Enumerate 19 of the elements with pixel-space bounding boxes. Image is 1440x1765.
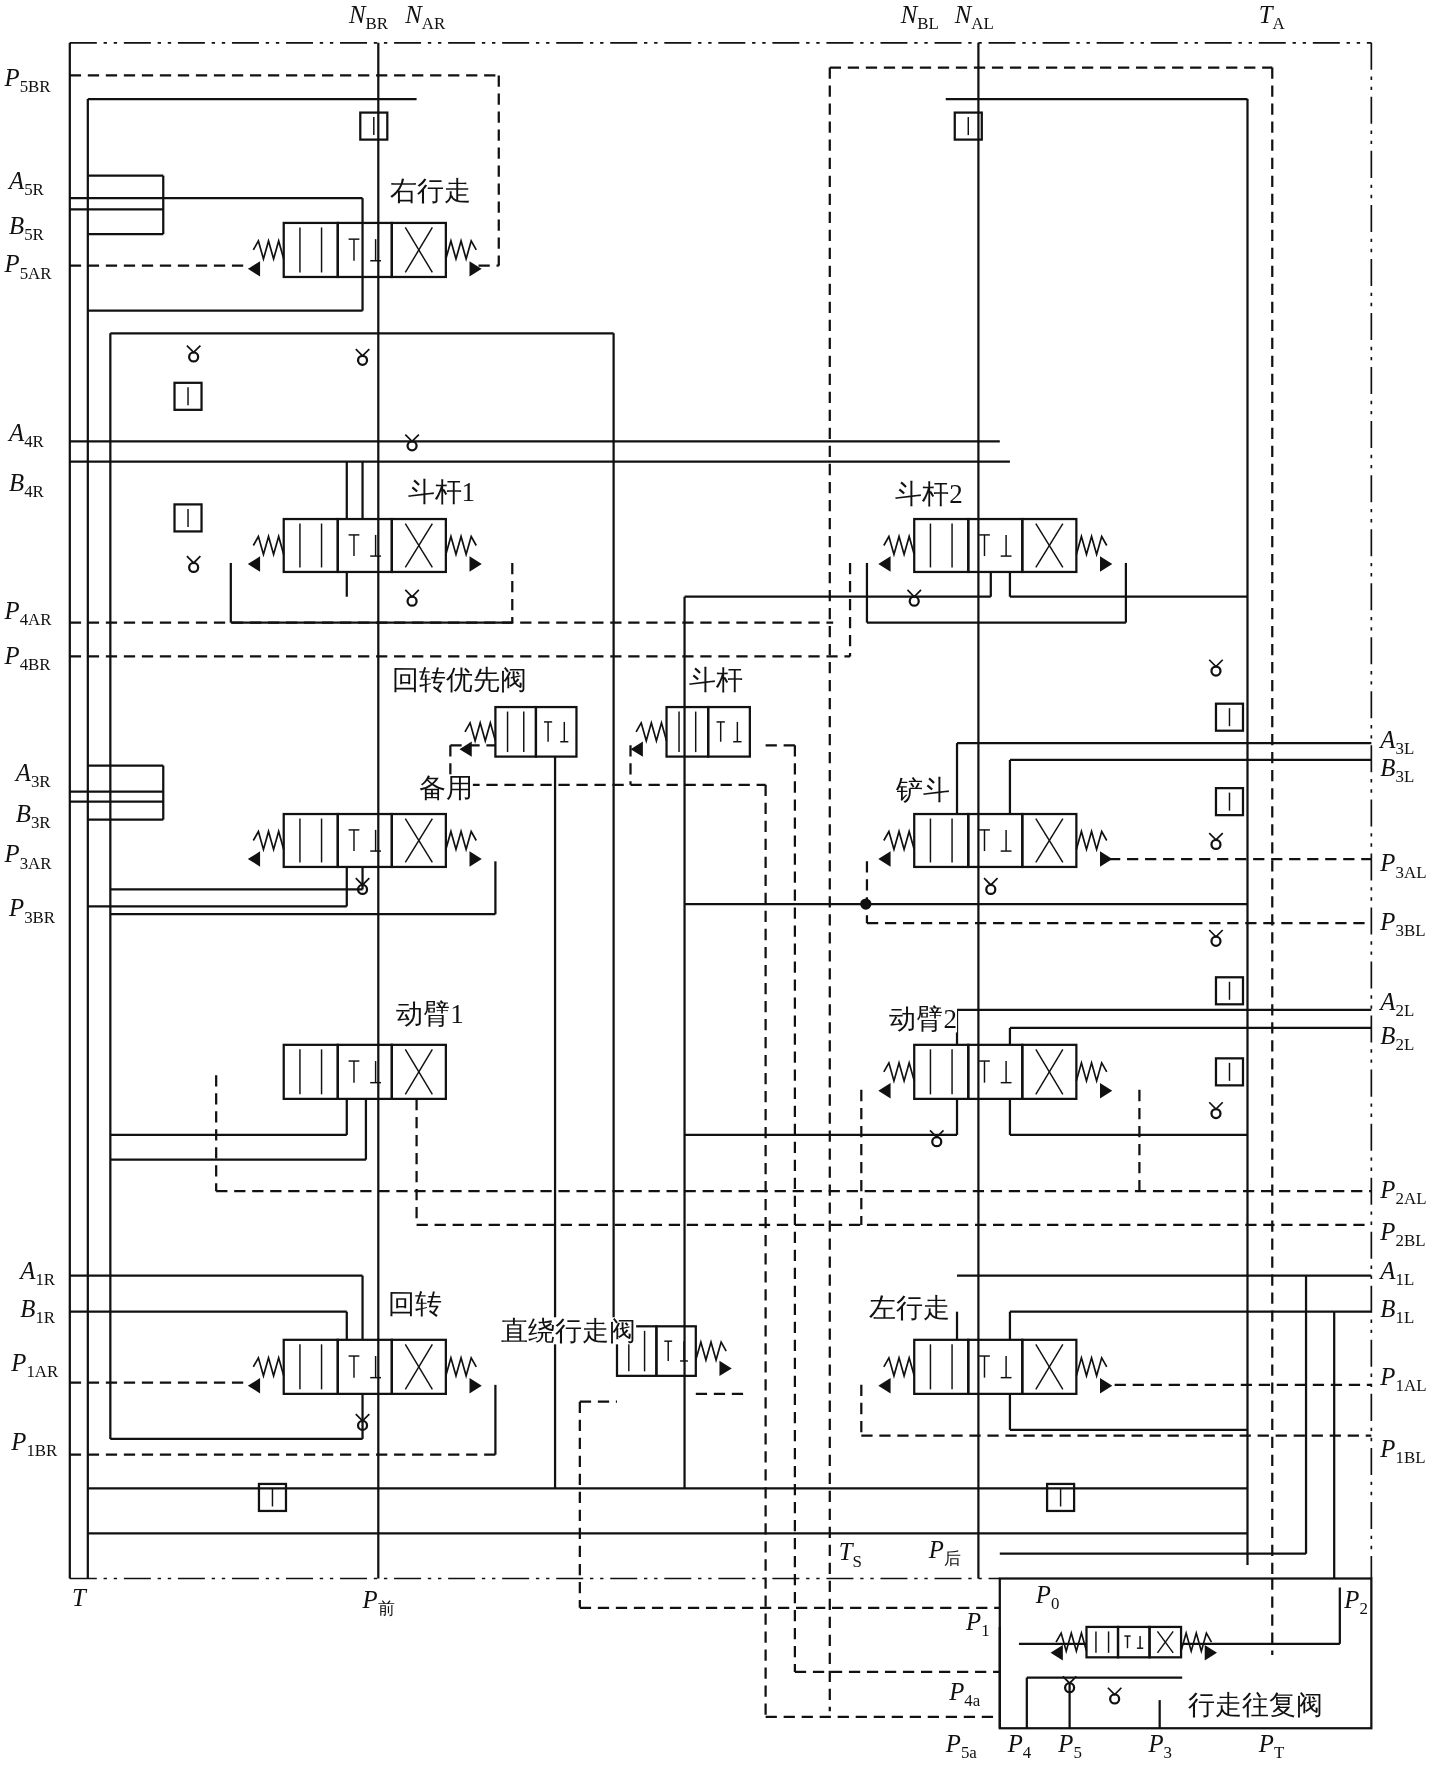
valve-label: 斗杆 — [689, 666, 744, 694]
valve-label: 铲斗 — [896, 776, 951, 804]
valve-label: 备用 — [418, 774, 473, 802]
valve-label: 回转优先阀 — [391, 666, 527, 694]
valve-label: 右行走 — [389, 177, 471, 205]
valve-label: 回转 — [388, 1290, 443, 1318]
valve-label: 斗杆2 — [895, 480, 963, 508]
port-label: P$_{3AR}$ — [4, 842, 52, 872]
valve-label: 行走往复阀 — [1187, 1691, 1323, 1719]
valve-label: 动臂2 — [889, 1005, 957, 1033]
port-label: P$_{3AL}$ — [1380, 851, 1427, 881]
port-label: T$_{S}$ — [838, 1540, 862, 1570]
port-label: P$_{3BR}$ — [9, 896, 56, 926]
valve-label: 斗杆1 — [407, 478, 476, 506]
valve-label: 动臂1 — [396, 1000, 464, 1028]
valve-label: 直绕行走阀 — [501, 1317, 637, 1345]
port-label: P$_{后}$ — [928, 1538, 961, 1568]
valve-label: 左行走 — [869, 1294, 951, 1322]
port-label: P$_{5AR}$ — [4, 252, 52, 282]
